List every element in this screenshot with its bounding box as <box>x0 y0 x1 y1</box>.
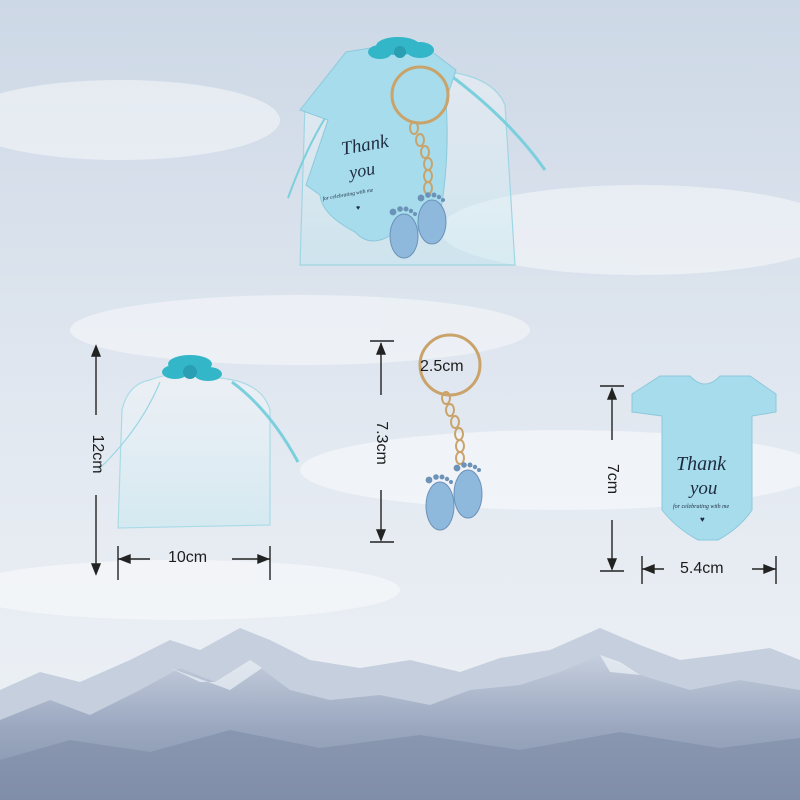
key-ring-top <box>390 65 450 125</box>
heart-icon: ♥ <box>356 205 360 212</box>
baby-feet-charm <box>425 462 483 531</box>
card-you-text: you <box>688 478 717 499</box>
card-height-label: 7cm <box>604 463 621 495</box>
card-width-dimension <box>641 556 777 584</box>
card-height-dimension <box>600 385 624 572</box>
pouch-ribbon-right <box>449 73 547 171</box>
card-thank-text: Thank <box>676 453 727 475</box>
baby-feet-keychain <box>418 333 483 531</box>
combined-gift-bag <box>287 37 547 266</box>
card-heart-icon: ♥ <box>700 515 705 524</box>
card-you-text-top: you <box>346 158 377 183</box>
mountain-range <box>0 628 800 800</box>
card-small-text: for celebrating with me <box>673 503 729 510</box>
pouch-height-dimension <box>90 344 102 576</box>
baby-feet-charm-top <box>389 192 447 259</box>
pouch-width-label: 10cm <box>168 549 208 566</box>
ribbon-bow-top <box>368 37 434 59</box>
chain-top <box>409 121 433 195</box>
ribbon-bow <box>162 355 222 381</box>
chain <box>441 391 465 465</box>
pouch-height-label: 12cm <box>89 434 106 474</box>
keychain-length-dimension <box>370 340 394 543</box>
card-width-label: 5.4cm <box>680 560 724 577</box>
keychain-length-label: 7.3cm <box>373 421 390 465</box>
pouch-width-dimension <box>117 546 271 580</box>
organza-pouch <box>97 355 300 529</box>
ring-diameter-label: 2.5cm <box>420 358 464 375</box>
bodysuit-card <box>631 375 777 541</box>
